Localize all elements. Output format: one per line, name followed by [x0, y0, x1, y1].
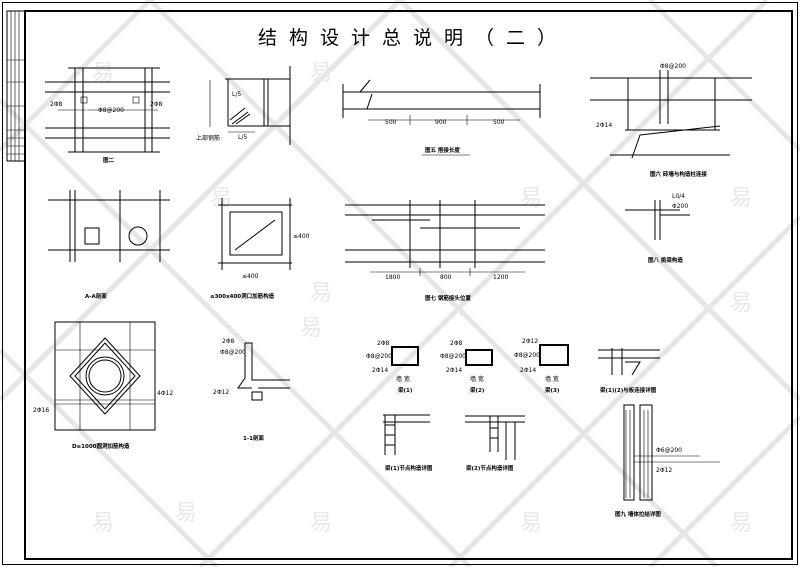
- detail-lap-length: 500 900 500 图五 搭接长度: [342, 79, 541, 156]
- beam-section-3: 2Φ12 Φ8@200 2Φ14 墙 宽 梁(3): [514, 338, 569, 394]
- drawing-label: D≥1000圆洞加筋构造: [72, 442, 130, 450]
- drawing-label: 梁(3): [544, 386, 560, 394]
- drawing-label: 梁(2): [469, 386, 485, 394]
- drawing-label: L0/4: [672, 193, 685, 200]
- drawing-label: ≤400: [293, 233, 310, 240]
- detail-opening: ≤400 ≤400 ≤300x400洞口加筋构造: [210, 198, 310, 300]
- drawing-label: 墙 宽: [396, 375, 410, 383]
- drawing-label: 1200: [493, 274, 508, 281]
- drawing-label: 易: [310, 61, 332, 86]
- drawing-label: 4Φ12: [157, 390, 173, 397]
- drawing-label: 2Φ8: [377, 340, 390, 347]
- drawing-label: 2Φ14: [520, 367, 536, 374]
- drawing-label: 墙 宽: [470, 375, 484, 383]
- drawing-label: Φ8@200: [440, 353, 466, 360]
- detail-column-connection: Φ8@200 2Φ14 图六 砖墙与构造柱连接: [590, 63, 752, 178]
- drawing-label: 2Φ14: [372, 367, 388, 374]
- drawing-label: 易: [730, 186, 752, 211]
- beam-section-1: 2Φ8 Φ8@200 2Φ14 墙 宽 梁(1): [366, 340, 419, 394]
- drawing-label: 易: [520, 511, 542, 536]
- drawing-label: 易: [730, 511, 752, 536]
- drawing-label: 易: [310, 511, 332, 536]
- detail-corner: L/5 L/5 上部钢筋: [196, 66, 291, 145]
- drawing-label: 2Φ8: [50, 101, 63, 108]
- drawing-label: 1800: [385, 274, 400, 281]
- drawing-label: 2Φ12: [522, 338, 538, 345]
- drawing-label: L/5: [238, 134, 247, 141]
- drawing-label: Φ8@200: [220, 349, 246, 356]
- drawing-label: Φ200: [672, 203, 688, 210]
- drawing-label: 500: [493, 119, 505, 126]
- drawing-label: 2Φ8: [222, 338, 235, 345]
- drawing-label: 2Φ14: [596, 122, 612, 129]
- detail-wall-tie: Φ6@200 2Φ12 图九 墙体拉结详图: [615, 404, 720, 518]
- drawing-label: 1-1剖面: [243, 434, 264, 442]
- detail-section-1: 2Φ8 Φ8@200 2Φ12 1-1剖面: [213, 338, 290, 442]
- drawing-label: 图八 挑梁构造: [648, 256, 683, 264]
- drawing-label: 图五 搭接长度: [425, 146, 460, 154]
- drawing-label: 900: [435, 119, 447, 126]
- drawing-label: 易: [300, 316, 322, 341]
- sheet-title: 结构设计总说明（二）: [258, 27, 568, 49]
- drawing-label: 2Φ8: [450, 340, 463, 347]
- drawing-label: Φ8@200: [98, 107, 124, 114]
- detail-splice-position: 1800 800 1200 图七 钢筋接头位置: [345, 200, 545, 302]
- drawing-label: 易: [175, 501, 197, 526]
- detail-cantilever: L0/4 Φ200 图八 挑梁构造: [625, 193, 690, 264]
- drawing-label: 易: [92, 511, 114, 536]
- drawing-label: 易: [310, 281, 332, 306]
- detail-beam-node-2: 梁(2)节点构造详图: [465, 415, 525, 472]
- drawing-label: Φ8@200: [514, 352, 540, 359]
- drawing-label: 易: [92, 61, 114, 86]
- inner-border: [24, 10, 793, 560]
- drawing-label: 2Φ12: [656, 467, 672, 474]
- drawing-label: 图六 砖墙与构造柱连接: [650, 170, 707, 178]
- drawing-label: 易: [210, 186, 232, 211]
- drawing-label: 图七 钢筋接头位置: [425, 294, 471, 302]
- drawing-label: 2Φ8: [150, 101, 163, 108]
- detail-beam-slab: 梁(1)(2)与板连接详图: [598, 348, 660, 394]
- drawing-label: 梁(1): [397, 386, 413, 394]
- drawing-label: 墙 宽: [545, 375, 559, 383]
- detail-circular-hole: 4Φ12 2Φ16 D≥1000圆洞加筋构造: [33, 321, 173, 450]
- drawing-label: 易: [730, 291, 752, 316]
- drawing-label: 800: [440, 274, 452, 281]
- drawing-label: Φ6@200: [656, 447, 682, 454]
- drawing-label: 2Φ16: [33, 407, 49, 414]
- beam-section-2: 2Φ8 Φ8@200 2Φ14 墙 宽 梁(2): [440, 340, 493, 394]
- drawing-label: 梁(2)节点构造详图: [465, 464, 514, 472]
- drawing-label: 图九 墙体拉结详图: [615, 510, 661, 518]
- title-strip: [6, 10, 26, 162]
- drawing-label: Φ8@200: [660, 63, 686, 70]
- drawing-label: 梁(1)(2)与板连接详图: [599, 386, 657, 394]
- detail-beam-node-1: 梁(1)节点构造详图: [383, 414, 433, 472]
- drawing-label: 上部钢筋: [196, 134, 220, 142]
- drawing-label: Φ8@200: [366, 353, 392, 360]
- drawing-label: 梁(1)节点构造详图: [384, 464, 433, 472]
- drawing-label: 500: [385, 119, 397, 126]
- drawing-label: ≤400: [242, 273, 259, 280]
- drawing-label: 图二: [103, 156, 115, 164]
- drawing-label: 易: [520, 186, 542, 211]
- drawing-label: A-A剖面: [85, 292, 107, 300]
- drawing-label: L/5: [232, 91, 241, 98]
- drawing-label: ≤300x400洞口加筋构造: [210, 292, 275, 300]
- drawing-label: 2Φ12: [213, 389, 229, 396]
- detail-ring-beam-plan: 2Φ8 Φ8@200 2Φ8 图二: [45, 67, 170, 164]
- drawing-label: 2Φ14: [446, 367, 462, 374]
- detail-section-a: A-A剖面: [48, 190, 170, 300]
